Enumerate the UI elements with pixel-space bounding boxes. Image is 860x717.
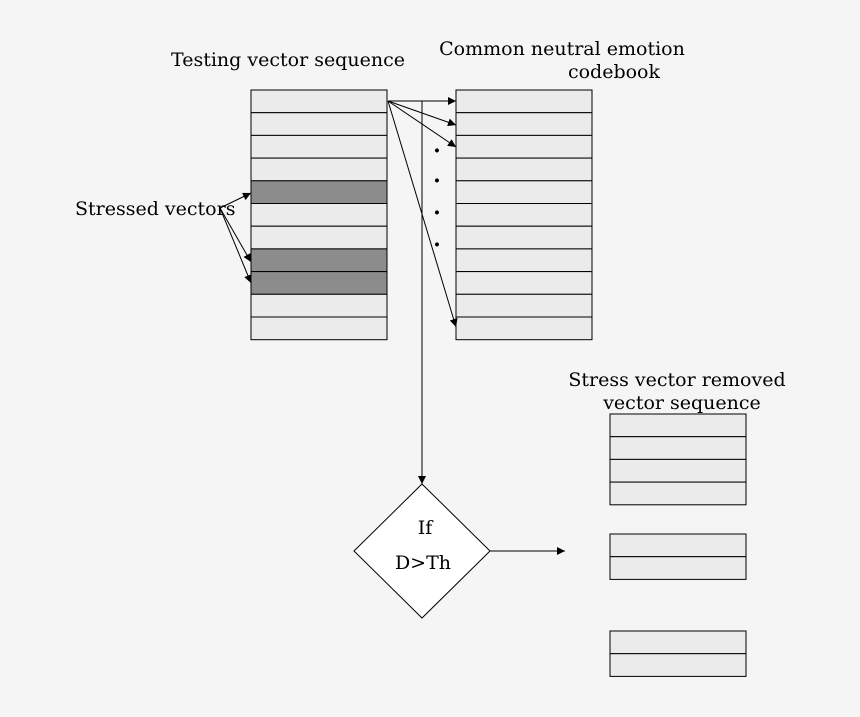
stressed-arrow-1 [219,192,252,209]
output-vector-cell [609,413,747,438]
stressed-pointer-arrows [219,192,252,284]
testing-vector-cell [250,293,388,318]
testing-vector-cell [250,89,388,114]
output-vector-cell [609,481,747,506]
decision-node: If D>Th [353,483,491,619]
codebook-entry-cell [455,89,593,114]
codebook-entry-cell [455,112,593,136]
output-vector-cell [609,556,747,580]
continuation-dot: · [433,138,441,164]
codebook-entry-cell [455,134,593,159]
removed-title-line2: vector sequence [602,392,761,414]
testing-vector-cell [250,157,388,182]
removed-title-line1: Stress vector removed [568,369,785,391]
stressed-arrow-2 [219,207,252,263]
testing-vector-cell [250,112,388,136]
testing-sequence-title: Testing vector sequence [171,49,405,71]
output-group [609,533,747,580]
codebook-title-line2: codebook [568,61,661,83]
codebook-entry-cell [455,293,593,318]
stressed-vectors-label: Stressed vectors [75,198,235,220]
codebook-entry-cell [455,271,593,295]
stress-removed-sequence [609,413,747,677]
testing-vector-cell [250,134,388,159]
decision-condition-label: D>Th [395,552,451,574]
continuation-dot: · [433,168,441,194]
neutral-codebook [455,89,593,341]
codebook-entry-cell [455,203,593,227]
testing-vector-cell [250,203,388,227]
stressed-arrow-3 [219,207,252,284]
codebook-entry-cell [455,248,593,273]
testing-vector-stressed-cell [250,271,388,295]
codebook-entry-cell [455,225,593,250]
testing-vector-cell [250,225,388,250]
codebook-title-line1: Common neutral emotion [439,38,685,60]
output-vector-cell [609,458,747,483]
output-vector-cell [609,436,747,460]
output-vector-cell [609,653,747,677]
output-group [609,630,747,677]
codebook-continuation-dots: · · · · [433,138,441,258]
decision-if-label: If [418,517,435,539]
testing-vector-stressed-cell [250,248,388,273]
output-vector-cell [609,630,747,655]
decision-diamond [353,483,491,619]
output-group [609,413,747,506]
codebook-entry-cell [455,180,593,205]
codebook-entry-cell [455,157,593,182]
testing-vector-sequence [250,89,388,341]
continuation-dot: · [433,200,441,226]
codebook-entry-cell [455,316,593,341]
continuation-dot: · [433,232,441,258]
testing-vector-cell [250,316,388,341]
output-vector-cell [609,533,747,558]
testing-vector-stressed-cell [250,180,388,205]
